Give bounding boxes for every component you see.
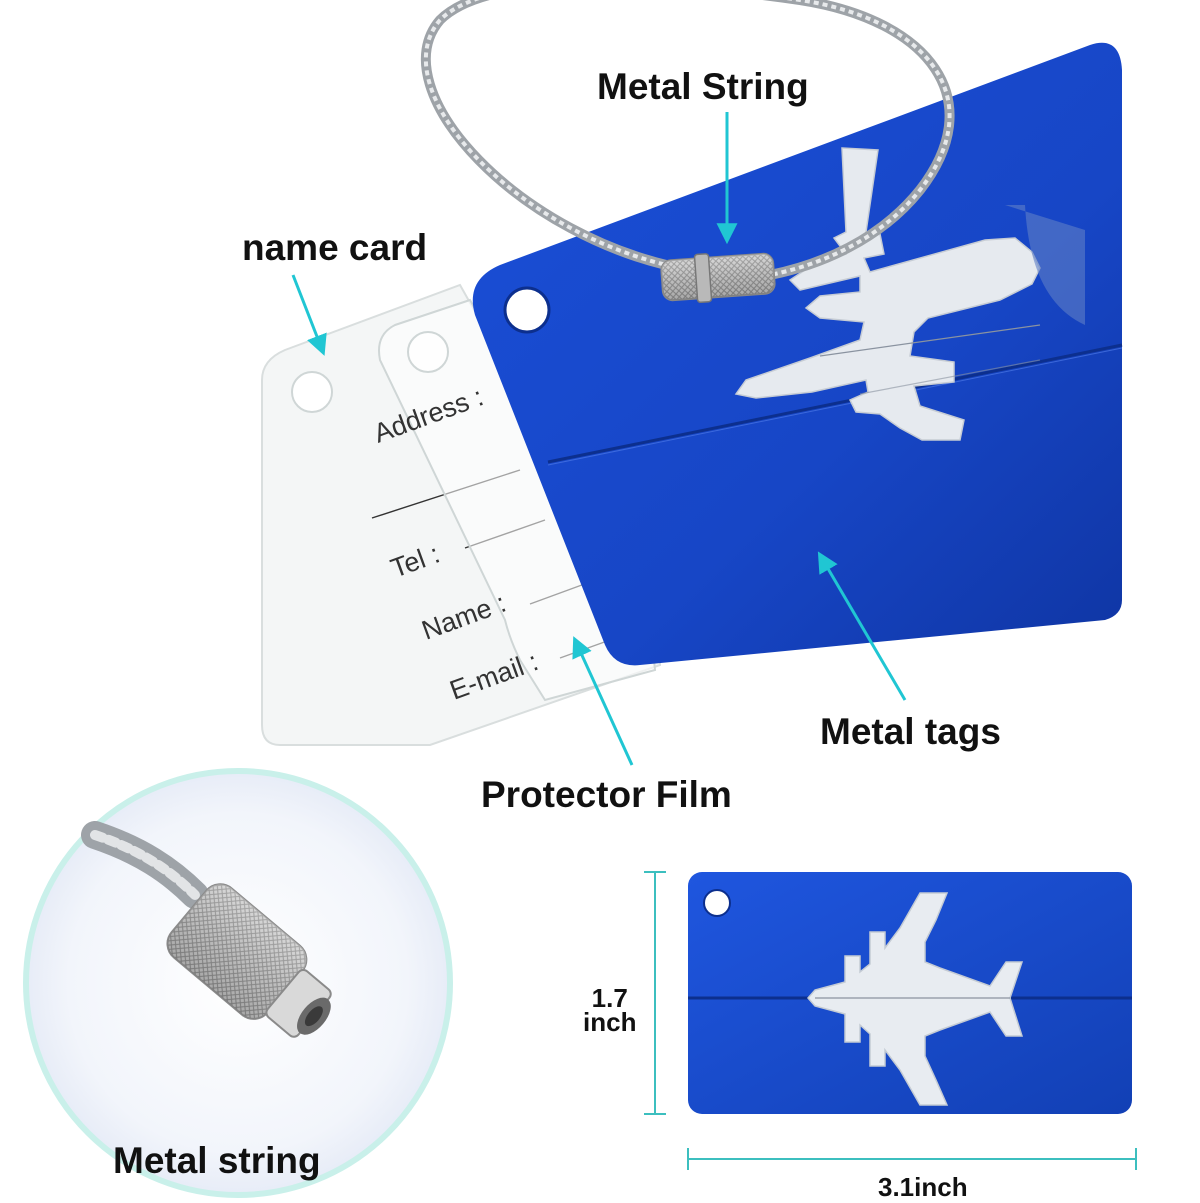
dimension-width-label: 3.1inch bbox=[878, 1172, 968, 1202]
arrow-icon-metal-tags bbox=[817, 551, 907, 701]
airplane-cutout-icon bbox=[734, 147, 1041, 441]
metal-tag-main bbox=[472, 42, 1123, 666]
metal-tag-flat-hole bbox=[703, 889, 731, 917]
callout-name-card: name card bbox=[242, 227, 428, 268]
screw-closeup bbox=[23, 768, 453, 1198]
airplane-flat-icon bbox=[807, 892, 1024, 1106]
metal-tag-flat bbox=[688, 872, 1132, 1114]
metal-ring-icon bbox=[421, 0, 955, 304]
protector-film-hole bbox=[407, 331, 449, 373]
dimension-height-unit: inch bbox=[583, 1007, 637, 1037]
callout-metal-string-closeup: Metal string bbox=[113, 1140, 321, 1181]
dimension-width bbox=[687, 1148, 1137, 1170]
dimension-height-value: 1.7 bbox=[591, 983, 628, 1013]
arrow-icon-protector-film bbox=[572, 636, 634, 766]
callout-metal-string: Metal String bbox=[597, 66, 809, 107]
protector-film bbox=[378, 298, 657, 702]
screw-lock-icon bbox=[660, 252, 776, 304]
metal-tag-hole bbox=[503, 286, 551, 334]
callout-metal-tags: Metal tags bbox=[820, 711, 1001, 752]
dimension-height bbox=[644, 871, 666, 1115]
arrow-icon-name-card bbox=[291, 274, 327, 356]
callout-protector-film: Protector Film bbox=[481, 774, 732, 815]
name-card-hole bbox=[291, 371, 333, 413]
dimension-height-label: 1.7 inch bbox=[583, 983, 637, 1037]
